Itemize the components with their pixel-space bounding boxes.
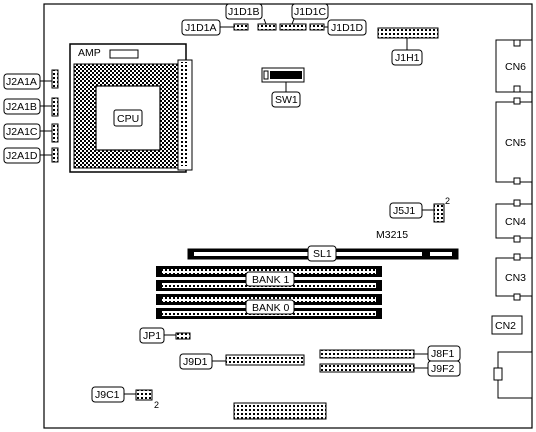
- cn6-label: CN6: [505, 61, 526, 73]
- cpu-label-box: [113, 109, 143, 127]
- cn4-connector: [495, 199, 533, 243]
- j9c1-label: J9C1: [95, 389, 120, 401]
- j5j1-header: [433, 203, 445, 223]
- cn3-label: CN3: [505, 272, 526, 284]
- bank1-label-box: [245, 271, 295, 287]
- j1d1d-callout: [324, 19, 367, 36]
- j1d1a-label: J1D1A: [185, 22, 217, 34]
- j5j1-callout: [389, 202, 434, 219]
- board-id-label: M3215: [376, 229, 408, 241]
- j2a1b-label: J2A1B: [6, 101, 37, 113]
- j1h1-header: [377, 27, 439, 39]
- j9d1-callout: [179, 353, 226, 370]
- cn6-connector: [495, 39, 533, 93]
- bottom-right-connector: [493, 351, 533, 399]
- bottom-header: [233, 402, 327, 420]
- cn2-connector: [491, 315, 523, 335]
- sw1-label: SW1: [275, 94, 298, 106]
- bank1-label: BANK 1: [252, 274, 290, 286]
- j2a1d-label: J2A1D: [6, 150, 38, 162]
- j1d1b-callout: [225, 3, 267, 25]
- cpu-label: CPU: [117, 113, 139, 125]
- j1d1c-label: J1D1C: [294, 6, 327, 18]
- j9f2-header: [319, 363, 415, 373]
- j2a1a-callout: [3, 73, 52, 90]
- j1d1b-label: J1D1B: [228, 6, 260, 18]
- bank0-label: BANK 0: [252, 302, 290, 314]
- cn4-label: CN4: [505, 216, 526, 228]
- j9d1-header: [225, 354, 305, 366]
- jp1-label: JP1: [143, 330, 161, 342]
- sw1-callout: [271, 82, 301, 108]
- j1h1-callout: [391, 38, 423, 66]
- j1d1d-label: J1D1D: [331, 22, 364, 34]
- j2a1-jumpers: [51, 69, 59, 163]
- j9f2-label: J9F2: [431, 363, 455, 375]
- cn2-label: CN2: [495, 320, 516, 332]
- j2a1a-label: J2A1A: [6, 76, 37, 88]
- j9d1-label: J9D1: [183, 356, 208, 368]
- j8f1-label: J8F1: [431, 348, 455, 360]
- j9c1-header: [135, 389, 153, 401]
- j2a1d-callout: [3, 147, 52, 164]
- j8f1-header: [319, 349, 415, 359]
- j1d1c-callout: [291, 3, 329, 25]
- j5j1-pin-label: 2: [445, 196, 450, 206]
- j5j1-label: J5J1: [393, 205, 415, 217]
- j9c1-pin-label: 2: [154, 400, 159, 410]
- amp-label: AMP: [78, 47, 101, 59]
- j2a1b-callout: [3, 98, 52, 115]
- j9c1-callout: [91, 386, 136, 403]
- cn5-connector: [495, 97, 533, 185]
- j1h1-label: J1H1: [395, 52, 420, 64]
- cn3-connector: [495, 253, 533, 301]
- j1d1a-callout: [181, 19, 234, 36]
- sl1-label-box: [307, 245, 337, 262]
- sl1-label: SL1: [313, 248, 332, 260]
- sw1-switch: [261, 67, 305, 83]
- j2a1c-label: J2A1C: [6, 126, 38, 138]
- cpu-socket: [69, 43, 193, 173]
- jp1-jumper: [175, 332, 191, 340]
- j2a1c-callout: [3, 123, 52, 140]
- j9f2-callout: [414, 360, 461, 377]
- cn5-label: CN5: [505, 137, 526, 149]
- jp1-callout: [139, 327, 176, 344]
- bank0-label-box: [245, 299, 295, 315]
